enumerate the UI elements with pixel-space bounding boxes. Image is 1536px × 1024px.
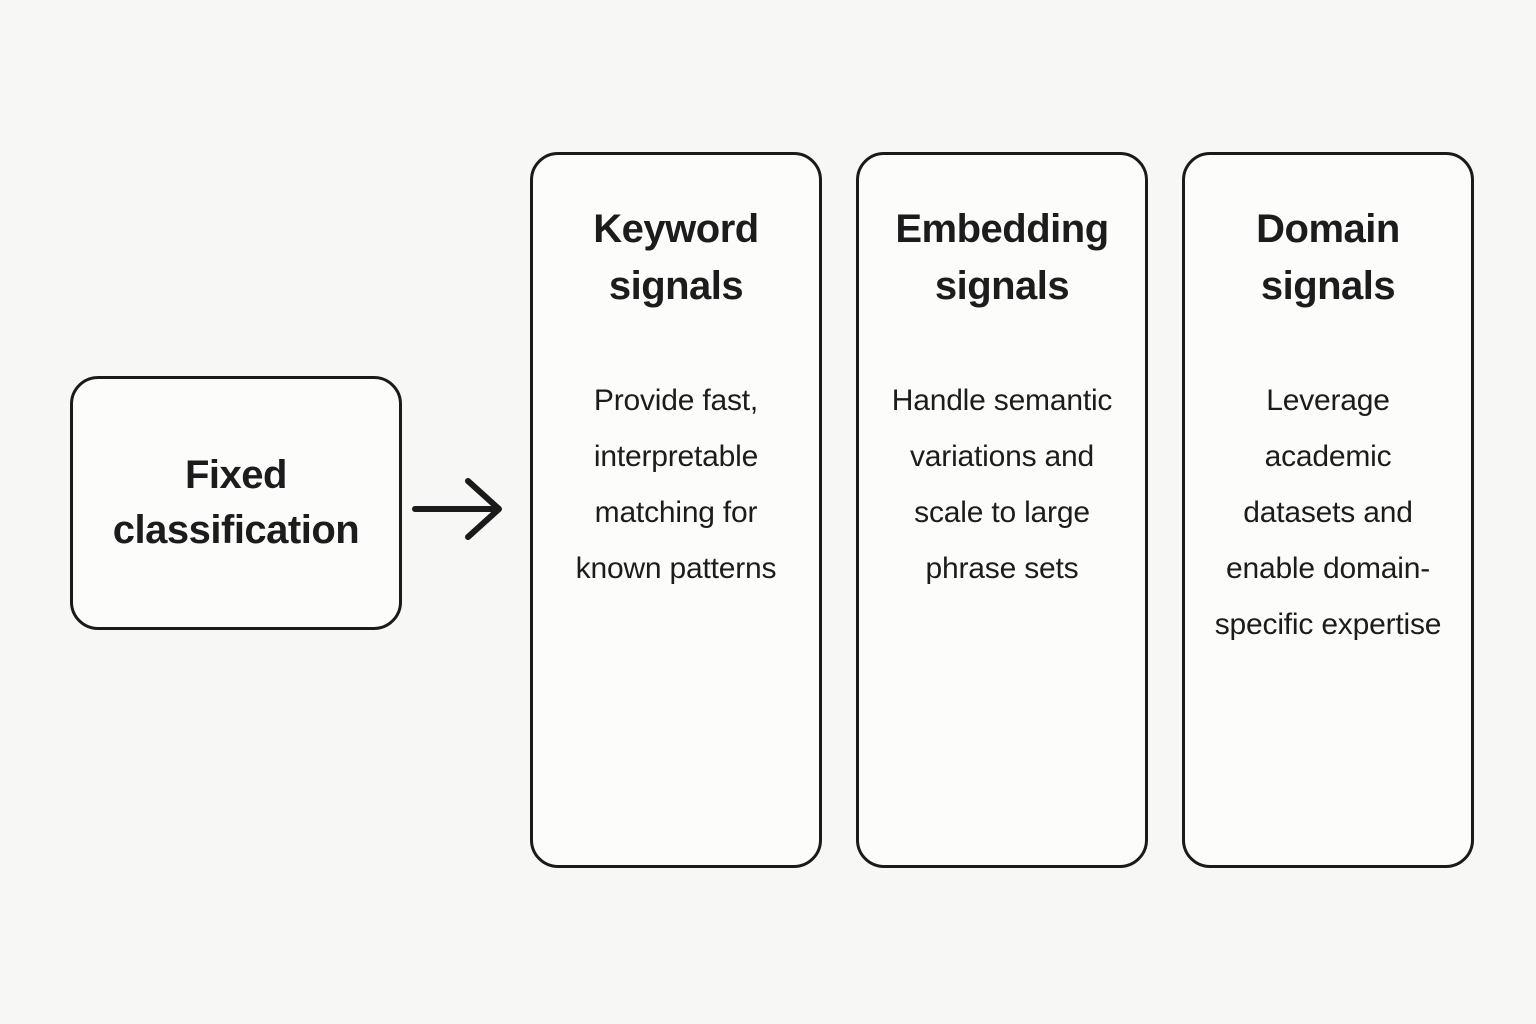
card-keyword-signals: Keyword signals Provide fast, interpreta… bbox=[530, 152, 822, 868]
card-title: Embedding signals bbox=[895, 207, 1109, 308]
card-domain-signals: Domain signals Leverage academic dataset… bbox=[1182, 152, 1474, 868]
fixed-classification-box: Fixed classification bbox=[70, 376, 402, 630]
fixed-classification-label: Fixed classification bbox=[112, 452, 360, 552]
card-body: Leverage academic datasets and enable do… bbox=[1214, 383, 1442, 641]
card-body: Handle semantic variations and scale to … bbox=[891, 383, 1113, 585]
card-title: Domain signals bbox=[1256, 207, 1400, 308]
card-embedding-signals: Embedding signals Handle semantic variat… bbox=[856, 152, 1148, 868]
right-arrow-icon bbox=[412, 478, 502, 540]
card-title: Keyword signals bbox=[593, 207, 759, 308]
card-body: Provide fast, interpretable matching for… bbox=[575, 383, 777, 585]
